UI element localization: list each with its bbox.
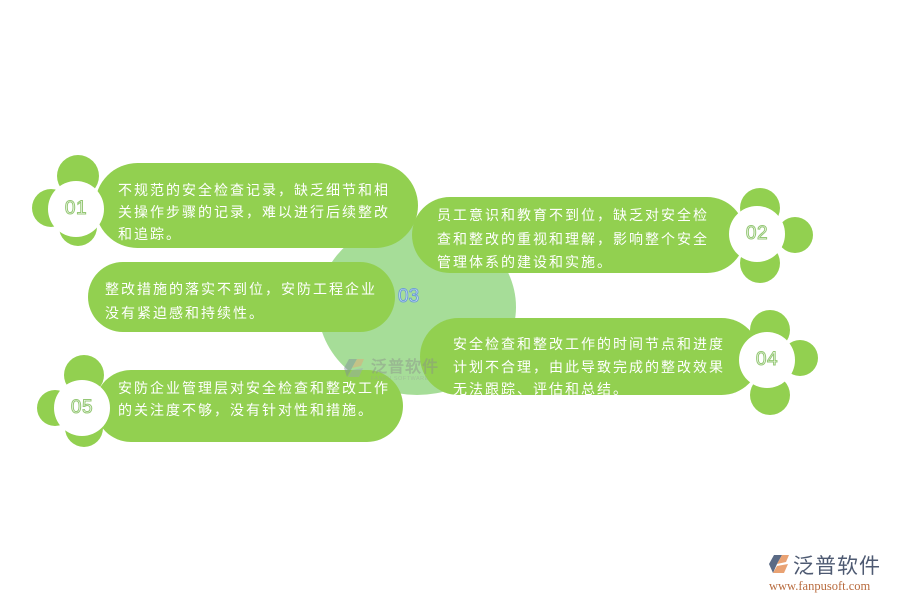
item-03-pill: 整改措施的落实不到位，安防工程企业 没有紧迫感和持续性。 (88, 262, 395, 332)
item-01-line: 和追踪。 (118, 227, 182, 243)
watermark-subtitle: FANPU SOFTWARE (371, 376, 429, 382)
flower-02-center: 02 (729, 206, 785, 262)
item-02-text: 员工意识和教育不到位，缺乏对安全检 查和整改的重视和理解，影响整个安全 管理体系… (437, 205, 709, 273)
item-02-line: 查和整改的重视和理解，影响整个安全 (437, 231, 709, 248)
item-04-line: 无法跟踪、评估和总结。 (453, 382, 629, 395)
item-05-line: 安防企业管理层对安全检查和整改工作 (118, 381, 390, 397)
flower-05-center: 05 (54, 380, 110, 436)
item-03-number: 03 (397, 286, 420, 308)
item-04-line: 安全检查和整改工作的时间节点和进度 (453, 337, 725, 353)
watermark-name: 泛普软件 (371, 357, 440, 376)
item-04-number: 04 (755, 349, 779, 371)
item-01-line: 关操作步骤的记录，难以进行后续整改 (118, 205, 390, 221)
logo-name: 泛普软件 (793, 554, 881, 578)
item-04-line: 计划不合理，由此导致完成的整改效果 (453, 359, 725, 376)
item-05-line: 的关注度不够，没有针对性和措施。 (118, 403, 374, 419)
item-05-pill: 安防企业管理层对安全检查和整改工作 的关注度不够，没有针对性和措施。 (95, 370, 403, 442)
item-05-number: 05 (70, 397, 94, 419)
flower-04-center: 04 (739, 332, 795, 388)
watermark: 泛普软件 FANPU SOFTWARE (343, 358, 439, 383)
item-02-line: 管理体系的建设和实施。 (437, 255, 613, 271)
item-03-line: 没有紧迫感和持续性。 (105, 306, 265, 322)
item-01-text: 不规范的安全检查记录，缺乏细节和相 关操作步骤的记录，难以进行后续整改 和追踪。 (118, 180, 390, 246)
item-04-text: 安全检查和整改工作的时间节点和进度 计划不合理，由此导致完成的整改效果 无法跟踪… (453, 334, 725, 395)
item-03-line: 整改措施的落实不到位，安防工程企业 (105, 282, 377, 298)
item-02-number: 02 (745, 223, 769, 245)
item-01-line: 不规范的安全检查记录，缺乏细节和相 (118, 183, 390, 199)
item-01-number: 01 (64, 198, 88, 220)
fanpu-logo-icon (343, 358, 365, 382)
item-03-text: 整改措施的落实不到位，安防工程企业 没有紧迫感和持续性。 (105, 278, 377, 326)
fanpu-logo-icon (768, 553, 790, 579)
brand-logo: 泛普软件 www.fanpusoft.com (768, 553, 881, 593)
item-01-pill: 不规范的安全检查记录，缺乏细节和相 关操作步骤的记录，难以进行后续整改 和追踪。 (95, 163, 418, 248)
item-02-pill: 员工意识和教育不到位，缺乏对安全检 查和整改的重视和理解，影响整个安全 管理体系… (412, 197, 745, 273)
item-02-line: 员工意识和教育不到位，缺乏对安全检 (437, 208, 709, 224)
flower-01-center: 01 (48, 181, 104, 237)
item-05-text: 安防企业管理层对安全检查和整改工作 的关注度不够，没有针对性和措施。 (118, 378, 390, 422)
item-04-pill: 安全检查和整改工作的时间节点和进度 计划不合理，由此导致完成的整改效果 无法跟踪… (420, 318, 760, 395)
logo-url: www.fanpusoft.com (769, 579, 871, 593)
